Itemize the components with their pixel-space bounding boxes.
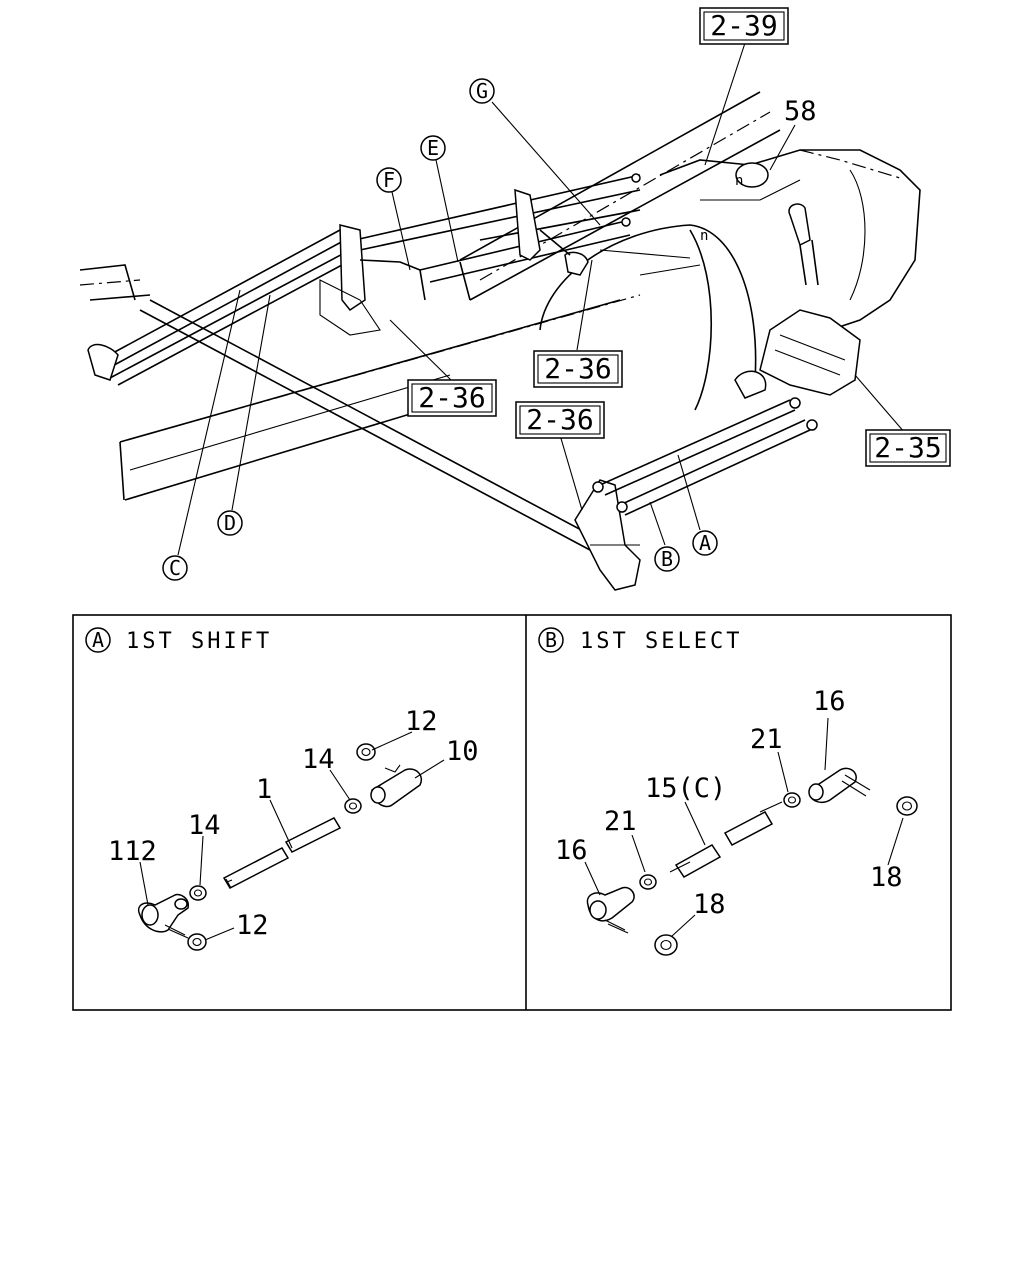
svg-text:B: B	[661, 547, 673, 571]
part-label: 1	[256, 774, 272, 805]
transmission: n n	[659, 149, 921, 331]
ref-box-2-36-lower[interactable]: 2-36	[515, 401, 605, 439]
lower-bracket	[574, 397, 818, 591]
frame-rail-lower	[119, 294, 641, 501]
nut-14-right	[344, 798, 362, 814]
nut-18-lower	[654, 934, 678, 956]
main-leaders	[177, 42, 906, 556]
part-label: 21	[604, 806, 637, 837]
svg-text:n: n	[700, 228, 708, 244]
nut-21-right	[783, 792, 801, 808]
circle-label-a: A	[692, 530, 718, 556]
shift-lever	[734, 203, 861, 399]
rod-end-112	[138, 893, 189, 939]
part-label: 16	[555, 835, 588, 866]
nut-14-left	[189, 885, 207, 901]
part-label: 14	[188, 810, 221, 841]
svg-text:A: A	[92, 628, 104, 652]
circle-label-d: D	[217, 510, 243, 536]
ref-box-2-36-center[interactable]: 2-36	[533, 350, 623, 388]
ref-box-label: 2-36	[526, 403, 593, 436]
svg-text:G: G	[476, 79, 488, 103]
circle-label-b: B	[654, 546, 680, 572]
frame-left	[79, 264, 151, 301]
ref-box-label: 2-35	[874, 431, 941, 464]
nut-18-upper	[896, 796, 918, 816]
circle-label-f: F	[376, 167, 402, 193]
detail-a-panel: A 1ST SHIFT	[85, 627, 479, 951]
ref-box-2-35[interactable]: 2-35	[865, 429, 951, 467]
long-rods	[87, 229, 356, 386]
detail-panels	[72, 614, 952, 1011]
svg-text:A: A	[699, 531, 711, 555]
circle-label-e: E	[420, 135, 446, 161]
svg-text:E: E	[427, 136, 439, 160]
ref-box-label: 2-36	[418, 381, 485, 414]
part-label: 15(C)	[645, 773, 726, 804]
ref-box-label: 2-36	[544, 352, 611, 385]
bellcrank-left	[319, 224, 426, 336]
part-label: 12	[405, 706, 438, 737]
part-label: 14	[302, 744, 335, 775]
rod-end-16-right	[808, 767, 871, 804]
cross-shaft	[139, 299, 601, 551]
part-label: 112	[108, 836, 157, 867]
part-label: 18	[870, 862, 903, 893]
detail-a-title: 1ST SHIFT	[126, 629, 272, 654]
svg-text:C: C	[169, 556, 181, 580]
clutch-housing	[539, 224, 757, 411]
rod-15c	[669, 801, 783, 878]
nut-21-left	[639, 874, 657, 890]
frame-rail-upper	[459, 91, 781, 301]
ref-box-2-39[interactable]: 2-39	[699, 7, 789, 45]
detail-a-leaders	[139, 731, 445, 941]
circle-label-c: C	[162, 555, 188, 581]
callout-58: 58	[784, 96, 817, 127]
rod-1	[222, 817, 342, 889]
main-assembly: n n	[79, 7, 951, 591]
detail-b-marker: B	[538, 627, 564, 653]
part-label: 12	[236, 910, 269, 941]
part-label: 16	[813, 686, 846, 717]
detail-b-leaders	[584, 717, 904, 937]
part-label: 21	[750, 724, 783, 755]
circle-label-g: G	[469, 78, 495, 104]
rod-end-10	[370, 764, 422, 808]
nut-12-lower	[187, 933, 207, 951]
shift-cables-upper	[354, 173, 641, 283]
detail-b-title: 1ST SELECT	[580, 629, 742, 654]
svg-text:F: F	[383, 168, 395, 192]
svg-text:n: n	[735, 173, 743, 189]
ref-box-2-36-left[interactable]: 2-36	[407, 379, 497, 417]
ref-box-label: 2-39	[710, 9, 777, 42]
svg-text:D: D	[224, 511, 236, 535]
nut-12-upper	[356, 743, 376, 761]
part-label: 18	[693, 889, 726, 920]
svg-text:B: B	[545, 628, 557, 652]
bellcrank-center	[514, 188, 589, 276]
rod-end-16-left	[586, 886, 635, 934]
detail-a-marker: A	[85, 627, 111, 653]
detail-b-panel: B 1ST SELECT	[538, 627, 918, 956]
part-label: 10	[446, 736, 479, 767]
